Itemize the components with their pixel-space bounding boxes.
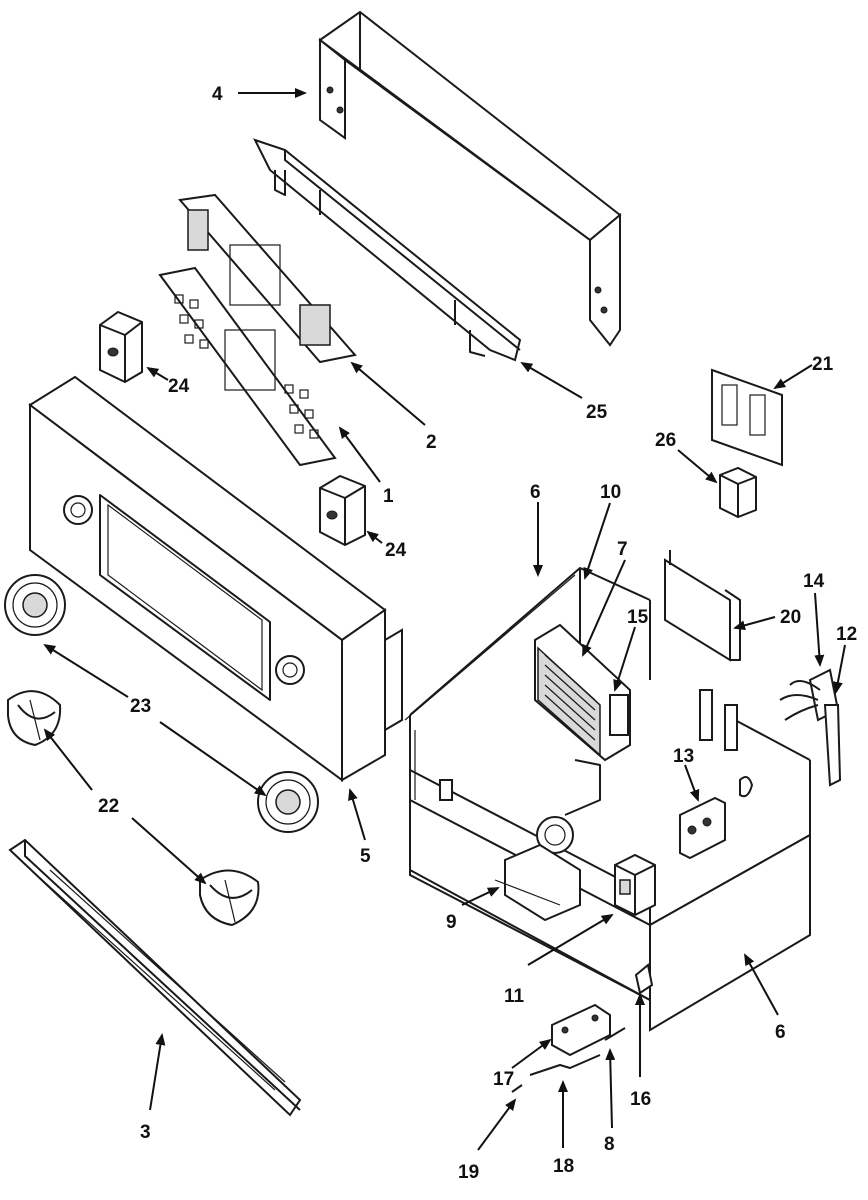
callout-5: 5 — [360, 846, 371, 867]
callout-19: 19 — [458, 1162, 479, 1183]
small-switch — [719, 466, 757, 519]
callout-6-lower: 6 — [775, 1022, 786, 1043]
callout-23: 23 — [130, 696, 151, 717]
callout-18: 18 — [553, 1156, 574, 1177]
mounting-bracket — [664, 550, 741, 662]
control-housing — [28, 375, 403, 782]
callout-17: 17 — [493, 1069, 514, 1090]
clip — [634, 963, 654, 995]
spring — [529, 1054, 601, 1076]
relay — [614, 853, 656, 917]
top-cover-bracket — [318, 10, 622, 347]
power-cord — [779, 668, 842, 787]
screw — [511, 1084, 523, 1093]
knob-right — [199, 869, 260, 927]
callout-22: 22 — [98, 796, 119, 817]
leader-lines — [43, 88, 846, 1151]
callout-13: 13 — [673, 746, 694, 767]
callout-9: 9 — [446, 912, 457, 933]
end-cap-lower — [319, 474, 366, 547]
trim-strip — [8, 838, 302, 1117]
hinge-bracket — [551, 1003, 611, 1057]
knob-bezel-right — [257, 771, 319, 833]
end-cap-upper — [99, 310, 143, 384]
pin — [604, 1027, 626, 1041]
circuit-plate — [711, 368, 783, 467]
support-rail — [253, 138, 522, 362]
callout-11: 11 — [504, 986, 525, 1007]
motor-assembly — [494, 759, 601, 922]
callout-8: 8 — [604, 1134, 615, 1155]
callout-2: 2 — [426, 432, 437, 453]
callout-labels: 4 25 2 1 24 24 21 26 6 10 7 15 20 14 12 … — [98, 84, 857, 1183]
terminal-block — [679, 796, 726, 860]
callout-16: 16 — [630, 1089, 651, 1110]
callout-15: 15 — [627, 607, 649, 628]
callout-21: 21 — [812, 354, 834, 375]
callout-6-upper: 6 — [530, 482, 541, 503]
control-overlay — [178, 193, 357, 364]
callout-1: 1 — [383, 486, 394, 507]
callout-7: 7 — [617, 539, 628, 560]
callout-14: 14 — [803, 571, 825, 592]
callout-24-lower: 24 — [385, 540, 407, 561]
callout-3: 3 — [140, 1122, 151, 1143]
control-panel-board — [158, 266, 337, 467]
callout-24-upper: 24 — [168, 376, 190, 397]
callout-26: 26 — [655, 430, 676, 451]
callout-4: 4 — [212, 84, 223, 105]
blower-assembly — [534, 623, 631, 762]
knob-bezel-left — [4, 574, 66, 636]
knob-left — [7, 690, 62, 747]
callout-20: 20 — [780, 607, 801, 628]
callout-12: 12 — [836, 624, 857, 645]
callout-25: 25 — [586, 402, 608, 423]
callout-10: 10 — [600, 482, 621, 503]
